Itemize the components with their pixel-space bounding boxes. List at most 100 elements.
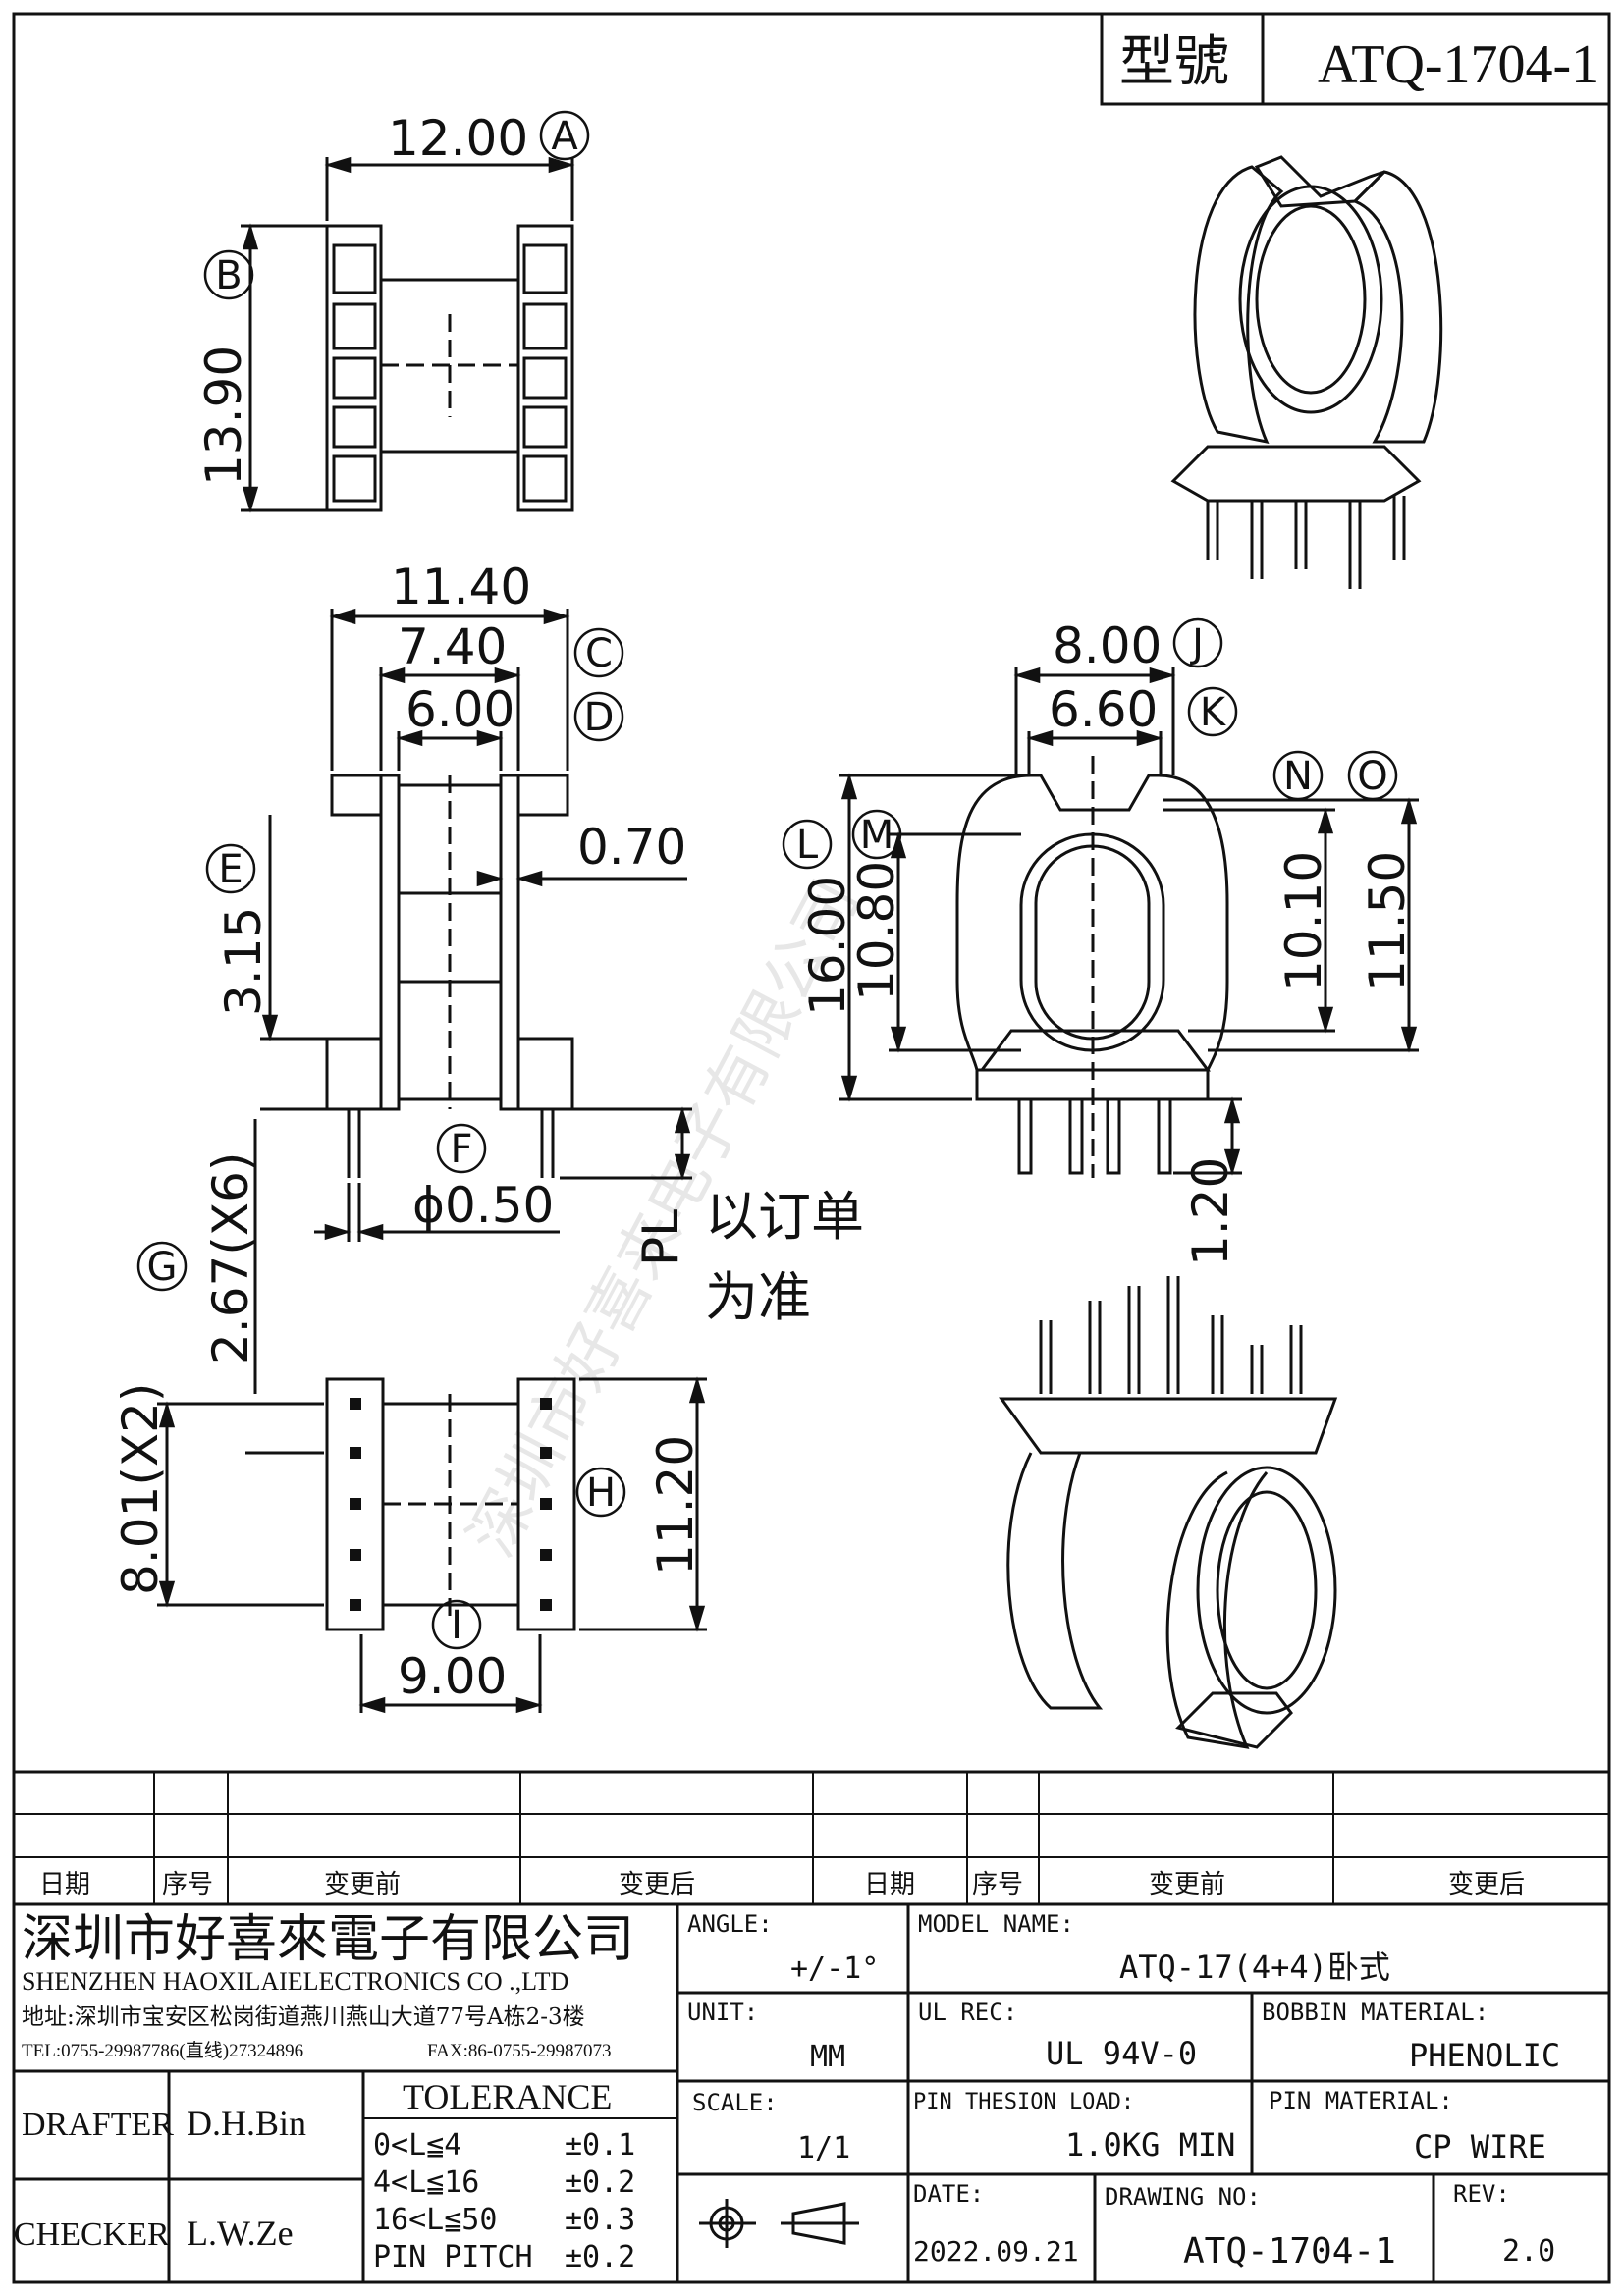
pin-pad [540,1447,552,1459]
circle-marker-o [1347,750,1398,801]
drafter-value: D.H.Bin [187,2104,306,2143]
bobbin-material-value: PHENOLIC [1409,2037,1560,2074]
checker-label: CHECKER [14,2216,170,2253]
circle-marker-f [436,1123,487,1174]
rev-header-before-1: 变更前 [324,1870,401,1899]
ul-rec-label: UL REC: [918,1999,1017,2026]
rev-header-date-2: 日期 [864,1870,915,1899]
note-line2: 为准 [705,1266,811,1328]
tolerance-range: 16<L≦50 [373,2203,497,2237]
circle-label-f: F [450,1127,472,1172]
note-line1: 以订单 [705,1186,864,1248]
rev-header-after-2: 变更后 [1448,1870,1525,1899]
bottom-view-pins [350,1398,552,1611]
pin-pad [540,1599,552,1611]
company-name-cn: 深圳市好喜來電子有限公司 [22,1910,634,1969]
pin-pad [350,1447,361,1459]
tolerance-title: TOLERANCE [403,2077,612,2116]
dim-row-pitch: 8.01(X2) [112,1383,169,1595]
circle-marker-c [573,627,624,678]
circle-label-n: N [1283,754,1313,799]
circle-label-l: L [796,823,819,868]
checker-value: L.W.Ze [187,2214,294,2253]
company-block: 深圳市好喜來電子有限公司 SHENZHEN HAOXILAIELECTRONIC… [22,1910,634,2061]
angle-value: +/-1° [790,1951,879,1986]
unit-value: MM [810,2040,845,2074]
revision-headers: 日期 序号 变更前 变更后 日期 序号 变更前 变更后 [39,1870,1525,1899]
dim-M-10-80: 10.80 [848,861,905,1001]
circle-label-i: I [451,1603,462,1648]
dim-pitch: 2.67(X6) [202,1152,259,1364]
tolerance-value: ±0.2 [565,2165,635,2200]
circle-label-c: C [585,631,613,676]
drawing-no-value: ATQ-1704-1 [1183,2231,1396,2271]
model-label: 型號 [1119,30,1229,94]
rev-label: REV: [1453,2180,1510,2208]
circle-marker-i [431,1599,482,1650]
rev-value: 2.0 [1502,2234,1555,2269]
date-value: 2022.09.21 [913,2235,1079,2268]
bottom-view [157,1376,707,1714]
dim-pl: PL [632,1209,689,1266]
circle-marker-b [203,249,254,300]
circle-label-j: J [1189,621,1204,667]
circle-label-m: M [860,813,894,858]
dim-N-10-10: 10.10 [1275,851,1332,991]
tolerance-range: PIN PITCH [373,2240,533,2274]
pin-material-label: PIN MATERIAL: [1269,2087,1453,2114]
revision-table [14,1770,1609,1906]
circle-marker-n [1272,750,1324,801]
pin-load-value: 1.0KG MIN [1065,2126,1235,2163]
circle-marker-a [539,110,590,161]
rev-header-seq-1: 序号 [162,1870,213,1899]
pin-pad [540,1549,552,1561]
circle-marker-k [1187,686,1238,737]
rev-header-before-2: 变更前 [1149,1870,1225,1899]
dim-O-11-50: 11.50 [1359,851,1416,991]
pin-pad [350,1498,361,1510]
top-view [241,156,575,513]
dim-pin-length: 1.20 [1182,1157,1239,1266]
dim-D-7-40: 7.40 [398,618,507,675]
date-label: DATE: [913,2180,984,2208]
rev-header-date-1: 日期 [39,1870,90,1899]
circle-marker-m [851,809,902,860]
angle-label: ANGLE: [687,1910,773,1938]
company-address: 地址:深圳市宝安区松岗街道燕川燕山大道77号A栋2-3楼 [22,2004,585,2030]
dim-J-8-00: 8.00 [1053,617,1162,674]
company-fax: FAX:86-0755-29987073 [427,2041,612,2061]
drafter-label: DRAFTER [22,2107,174,2143]
sheet-border [12,12,1611,2284]
dim-pin-diameter: ϕ0.50 [412,1177,554,1234]
iso-view-top [1170,155,1443,589]
company-name-en: SHENZHEN HAOXILAIELECTRONICS CO .,LTD [22,1967,568,1996]
unit-label: UNIT: [687,1999,758,2026]
pin-material-value: CP WIRE [1414,2128,1546,2165]
model-value: ATQ-1704-1 [1318,34,1598,95]
dim-E-6-00: 6.00 [406,681,514,738]
model-name-label: MODEL NAME: [918,1910,1074,1938]
circle-marker-e [205,843,256,894]
dim-B: 13.90 [195,346,252,486]
side-view [839,667,1419,1178]
circle-marker-d [573,691,624,742]
pin-pad [540,1498,552,1510]
circle-label-b: B [215,253,242,298]
pin-pad [350,1398,361,1410]
title-block-grid [14,1904,1609,2282]
circle-label-e: E [218,847,243,892]
tolerance-range: 4<L≦16 [373,2165,479,2200]
model-name-value: ATQ-17(4+4)卧式 [1119,1949,1390,1986]
tolerance-value: ±0.1 [565,2128,635,2163]
circle-label-g: G [147,1245,178,1290]
tolerance-value: ±0.2 [565,2240,635,2274]
header-model-box: 型號 ATQ-1704-1 [1100,12,1611,106]
circle-label-o: O [1357,754,1387,799]
dim-slot-0-70: 0.70 [577,819,686,876]
dim-A: 12.00 [388,110,528,167]
dim-I-9-00: 9.00 [398,1648,507,1705]
circle-marker-l [782,819,833,870]
drawing-no-label: DRAWING NO: [1105,2183,1261,2211]
